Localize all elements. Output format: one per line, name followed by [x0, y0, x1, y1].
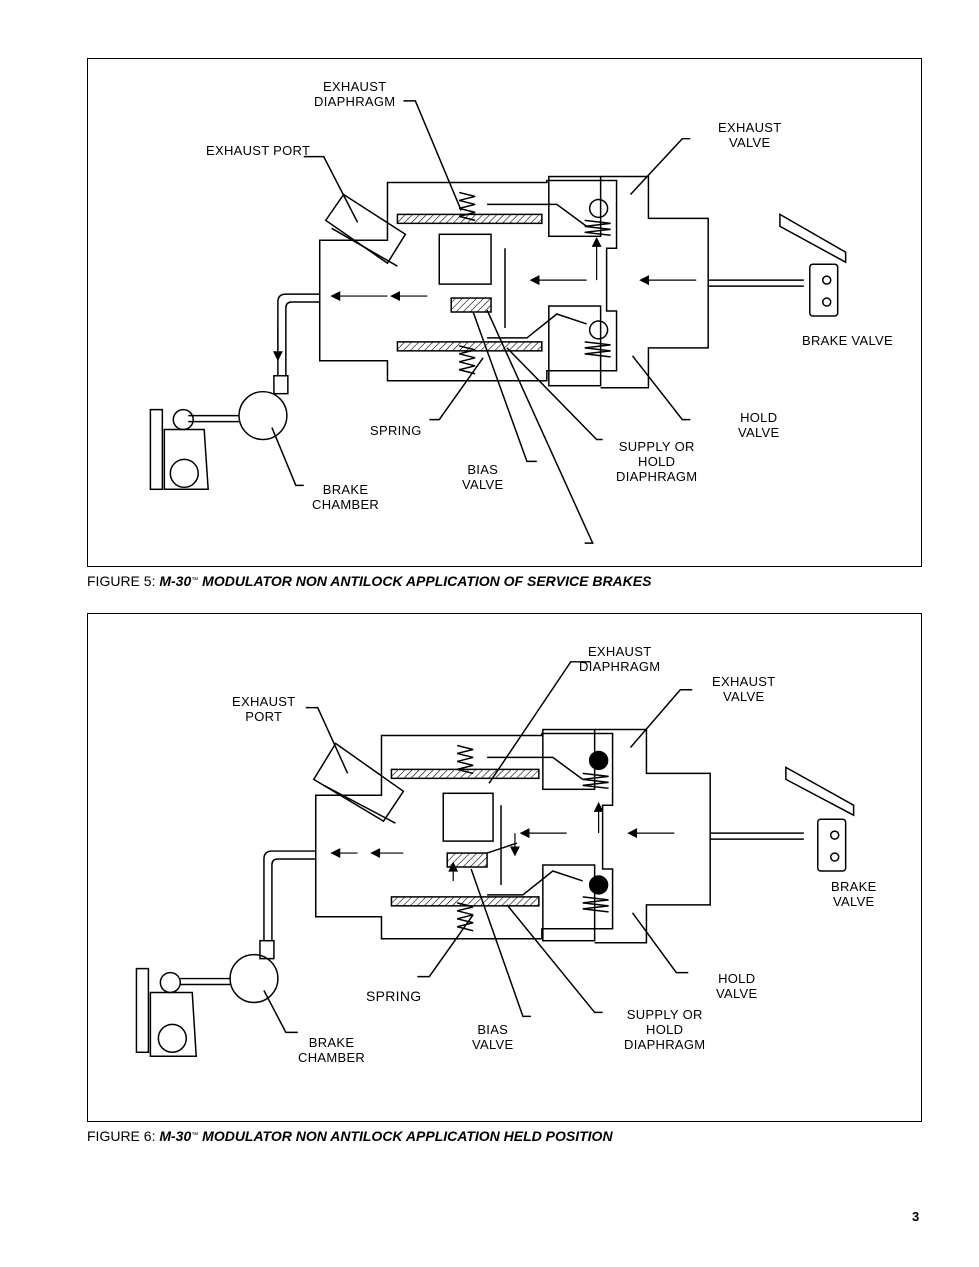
page-number: 3 — [912, 1209, 920, 1224]
label-exhaust-diaphragm: EXHAUST DIAPHRAGM — [314, 79, 396, 109]
figure-6-schematic — [135, 661, 855, 1058]
bias-valve — [450, 297, 492, 313]
brake-chamber — [238, 390, 288, 441]
label-spring: SPRING — [370, 423, 422, 438]
label-supply-hold-diaphragm: SUPPLY OR HOLD DIAPHRAGM — [616, 439, 698, 484]
slack-adjuster-bracket — [135, 967, 150, 1054]
label-hold-valve: HOLD VALVE — [716, 971, 758, 1001]
exhaust-valve-ball — [588, 198, 609, 219]
slack-adjuster-bracket — [149, 408, 164, 491]
supply-diaphragm — [390, 896, 540, 907]
label-exhaust-valve: EXHAUST VALVE — [718, 120, 782, 150]
label-bias-valve: BIAS VALVE — [472, 1022, 514, 1052]
exhaust-diaphragm-spring — [458, 191, 476, 222]
spring — [458, 345, 476, 375]
spring — [457, 902, 474, 932]
label-exhaust-port: EXHAUST PORT — [206, 143, 311, 158]
modulator-body — [314, 732, 614, 940]
hold-valve-block — [542, 864, 596, 942]
valve-body-right — [600, 175, 709, 389]
exhaust-diaphragm — [390, 768, 540, 780]
brake-pedal — [785, 766, 855, 817]
exhaust-valve-block — [548, 175, 602, 238]
label-brake-chamber: BRAKE CHAMBER — [312, 482, 380, 512]
label-exhaust-port: EXHAUST PORT — [232, 694, 296, 724]
label-bias-valve: BIAS VALVE — [462, 462, 504, 492]
exhaust-valve-ball — [588, 750, 609, 771]
brake-chamber — [229, 953, 279, 1004]
supply-diaphragm — [396, 341, 543, 352]
exhaust-port-body — [312, 742, 405, 823]
figure-5-schematic — [149, 100, 847, 544]
label-brake-valve: BRAKE VALVE — [802, 333, 893, 348]
figure-5-caption: FIGURE 5: M-30™ MODULATOR NON ANTILOCK A… — [87, 573, 652, 589]
label-exhaust-valve: EXHAUST VALVE — [712, 674, 776, 704]
figure-6-diagram: EXHAUST DIAPHRAGM EXHAUST PORT EXHAUST V… — [87, 613, 922, 1122]
brake-cam — [149, 991, 198, 1058]
label-brake-valve: BRAKE VALVE — [831, 879, 877, 909]
hold-valve-ball — [588, 875, 609, 895]
brake-pedal — [779, 213, 847, 264]
hold-valve-block — [548, 305, 602, 387]
label-exhaust-diaphragm: EXHAUST DIAPHRAGM — [579, 644, 661, 674]
exhaust-diaphragm-spring — [457, 744, 474, 775]
brake-valve-body — [817, 818, 847, 872]
label-brake-chamber: BRAKE CHAMBER — [298, 1035, 366, 1065]
brake-cam — [163, 428, 209, 491]
label-spring: SPRING — [366, 988, 422, 1004]
modulator-body — [318, 179, 618, 382]
brake-chamber-fitting — [273, 375, 289, 395]
label-supply-hold-diaphragm: SUPPLY OR HOLD DIAPHRAGM — [624, 1007, 706, 1052]
hold-valve-ball — [588, 320, 609, 340]
brake-valve-body — [809, 263, 839, 317]
bias-valve — [446, 852, 488, 868]
exhaust-port-body — [324, 193, 407, 265]
label-hold-valve: HOLD VALVE — [738, 410, 780, 440]
figure-5-diagram: EXHAUST DIAPHRAGM EXHAUST PORT EXHAUST V… — [87, 58, 922, 567]
figure-6-caption: FIGURE 6: M-30™ MODULATOR NON ANTILOCK A… — [87, 1128, 613, 1144]
